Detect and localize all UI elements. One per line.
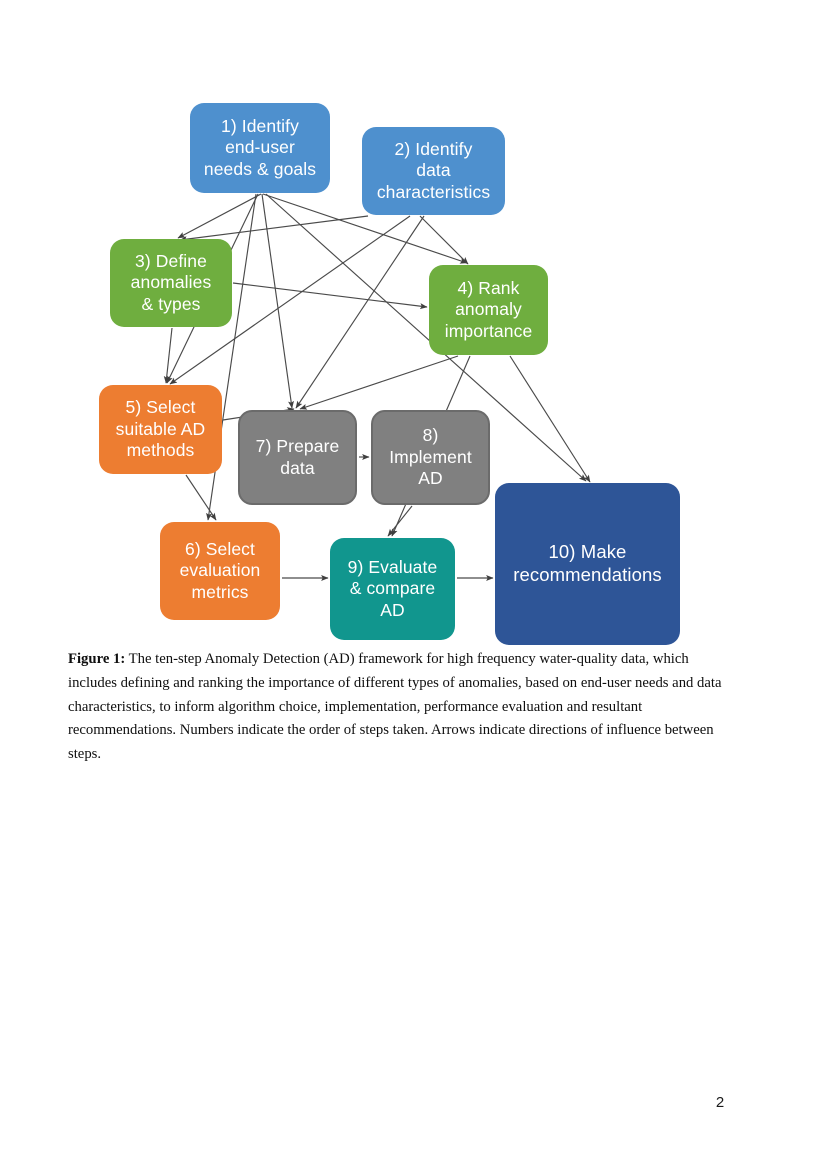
- flowchart-node-n1[interactable]: 1) Identify end-user needs & goals: [190, 103, 330, 193]
- flowchart-node-n6[interactable]: 6) Select evaluation metrics: [160, 522, 280, 620]
- edge-5-to-6: [185, 474, 217, 521]
- flowchart-node-n7[interactable]: 7) Prepare data: [238, 410, 357, 505]
- edge-2-to-3: [179, 215, 369, 243]
- flowchart-node-n2[interactable]: 2) Identify data characteristics: [362, 127, 505, 215]
- edge-4-to-10: [509, 355, 591, 483]
- page-number: 2: [715, 1094, 725, 1111]
- figure-caption: Figure 1: The ten-step Anomaly Detection…: [68, 648, 730, 767]
- figure-caption-label: Figure 1:: [68, 651, 126, 667]
- flowchart-node-n8[interactable]: 8) Implement AD: [371, 410, 490, 505]
- figure-flowchart: 1) Identify end-user needs & goals 2) Ide…: [99, 103, 680, 645]
- flowchart-node-n4[interactable]: 4) Rank anomaly importance: [429, 265, 548, 355]
- figure-caption-text: The ten-step Anomaly Detection (AD) fram…: [68, 651, 722, 763]
- edge-1-to-7: [261, 193, 295, 409]
- flowchart-node-n3[interactable]: 3) Define anomalies & types: [110, 239, 232, 327]
- edge-1-to-3: [177, 193, 262, 239]
- edge-4-to-7: [299, 355, 459, 410]
- edge-2-to-4: [419, 215, 469, 265]
- edge-8-to-9: [387, 505, 413, 537]
- edge-2-to-7: [295, 215, 425, 409]
- flowchart-node-n5[interactable]: 5) Select suitable AD methods: [99, 385, 222, 474]
- flowchart-node-n9[interactable]: 9) Evaluate & compare AD: [330, 538, 455, 640]
- flowchart-node-n10[interactable]: 10) Make recommendations: [495, 483, 680, 645]
- edge-3-to-4: [232, 282, 428, 310]
- edge-3-to-5: [163, 327, 173, 384]
